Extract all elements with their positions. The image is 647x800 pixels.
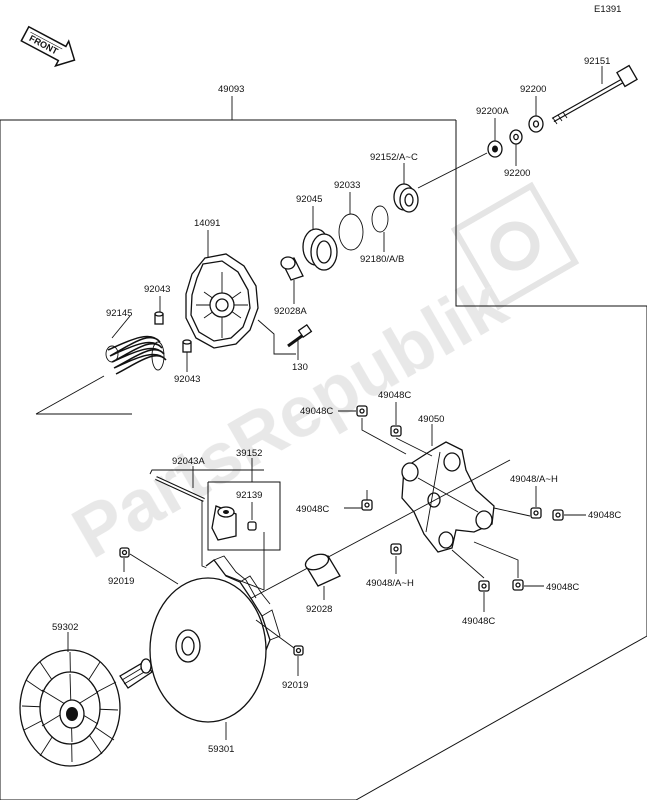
leader-92145 — [111, 315, 131, 339]
nut-49048c-f — [512, 579, 524, 591]
label-49093: 49093 — [218, 84, 244, 95]
leader-92043a-frame — [149, 469, 264, 475]
bolt-92151 — [551, 64, 638, 125]
label-92028: 92028 — [306, 604, 332, 615]
fixed-sheave-59302 — [19, 649, 153, 767]
label-14091: 14091 — [194, 218, 220, 229]
center-line-nut-b — [255, 619, 295, 649]
bushing-92028 — [304, 553, 341, 587]
label-92145: 92145 — [106, 308, 132, 319]
pin-92043-bottom — [182, 339, 192, 353]
center-line-nut-a — [129, 553, 179, 585]
gear-icon — [450, 181, 580, 311]
nut-92019-a — [119, 547, 130, 558]
label-49048c-e: 49048C — [462, 616, 495, 627]
front-arrow-icon: FRONT — [20, 25, 76, 68]
center-line-top — [417, 152, 488, 189]
label-92045: 92045 — [296, 194, 322, 205]
label-49048c-a: 49048C — [300, 406, 333, 417]
nut-49048c-b — [390, 425, 402, 437]
label-92043-top: 92043 — [144, 284, 170, 295]
label-92152: 92152/A~C — [370, 152, 418, 163]
label-92180: 92180/A/B — [360, 254, 404, 265]
label-92200-top: 92200 — [520, 84, 546, 95]
nut-49048c-a — [356, 405, 368, 417]
bushing-92028a — [280, 256, 304, 281]
weight-group-box — [207, 481, 281, 551]
label-49048ah-b: 49048/A~H — [366, 578, 414, 589]
cam-bracket-49050 — [401, 441, 495, 553]
nut-49048ah-a — [530, 507, 542, 519]
nut-49048c-e — [478, 580, 490, 592]
washer-92200a — [487, 140, 503, 158]
nut-92019-b — [293, 645, 304, 656]
leader-spider-bolt — [257, 319, 296, 355]
o-ring-92033 — [338, 213, 364, 251]
label-92033: 92033 — [334, 180, 360, 191]
movable-sheave-59301 — [149, 555, 281, 723]
label-59301: 59301 — [208, 744, 234, 755]
nut-49048c-d — [552, 509, 564, 521]
bolt-130 — [287, 323, 313, 348]
label-59302: 59302 — [52, 622, 78, 633]
label-49048c-c: 49048C — [296, 504, 329, 515]
part-labels: 49093 92151 92200 92200A 92200 92152/A~C… — [52, 56, 621, 755]
assembly-outline — [0, 119, 647, 800]
label-49050: 49050 — [418, 414, 444, 425]
leader-92043a-down — [201, 500, 265, 591]
label-92200-bottom: 92200 — [504, 168, 530, 179]
label-92139: 92139 — [236, 490, 262, 501]
diagram-id: E1391 — [594, 4, 621, 15]
bushing-92139 — [247, 521, 257, 531]
label-92200a: 92200A — [476, 106, 509, 117]
label-39152: 39152 — [236, 448, 262, 459]
leader-nut-e-to-bracket — [451, 549, 485, 579]
center-line-bracket — [243, 459, 511, 603]
label-92028a: 92028A — [274, 306, 307, 317]
spring-92145 — [105, 335, 167, 375]
label-92043a: 92043A — [172, 456, 205, 467]
pin-92043-top — [154, 311, 164, 325]
label-49048c-d: 49048C — [588, 510, 621, 521]
label-92043-bottom: 92043 — [174, 374, 200, 385]
weight-39152 — [211, 505, 237, 541]
leader-nut-to-bracket-a — [361, 418, 407, 455]
label-49048ah-a: 49048/A~H — [510, 474, 558, 485]
leader-nut-ah-to-bracket — [493, 507, 531, 517]
bearing-92045 — [302, 228, 338, 271]
label-49048c-f: 49048C — [546, 582, 579, 593]
leader-nut-f-to-bracket — [473, 541, 519, 578]
label-92151: 92151 — [584, 56, 610, 67]
pin-92043a — [155, 476, 205, 502]
label-130: 130 — [292, 362, 308, 373]
label-49048c-b: 49048C — [378, 390, 411, 401]
label-92019-b: 92019 — [282, 680, 308, 691]
washer-92200 — [528, 115, 544, 133]
nut-49048ah-b — [390, 543, 402, 555]
nut-49048c-c — [361, 499, 373, 511]
snap-ring-92180 — [371, 205, 389, 233]
leader-nut-to-bracket-b — [395, 437, 433, 457]
center-line-spring — [35, 375, 105, 415]
spider-14091 — [185, 253, 259, 349]
label-92019-a: 92019 — [108, 576, 134, 587]
washer-92200-b — [509, 129, 523, 145]
collar-92152 — [393, 183, 419, 213]
